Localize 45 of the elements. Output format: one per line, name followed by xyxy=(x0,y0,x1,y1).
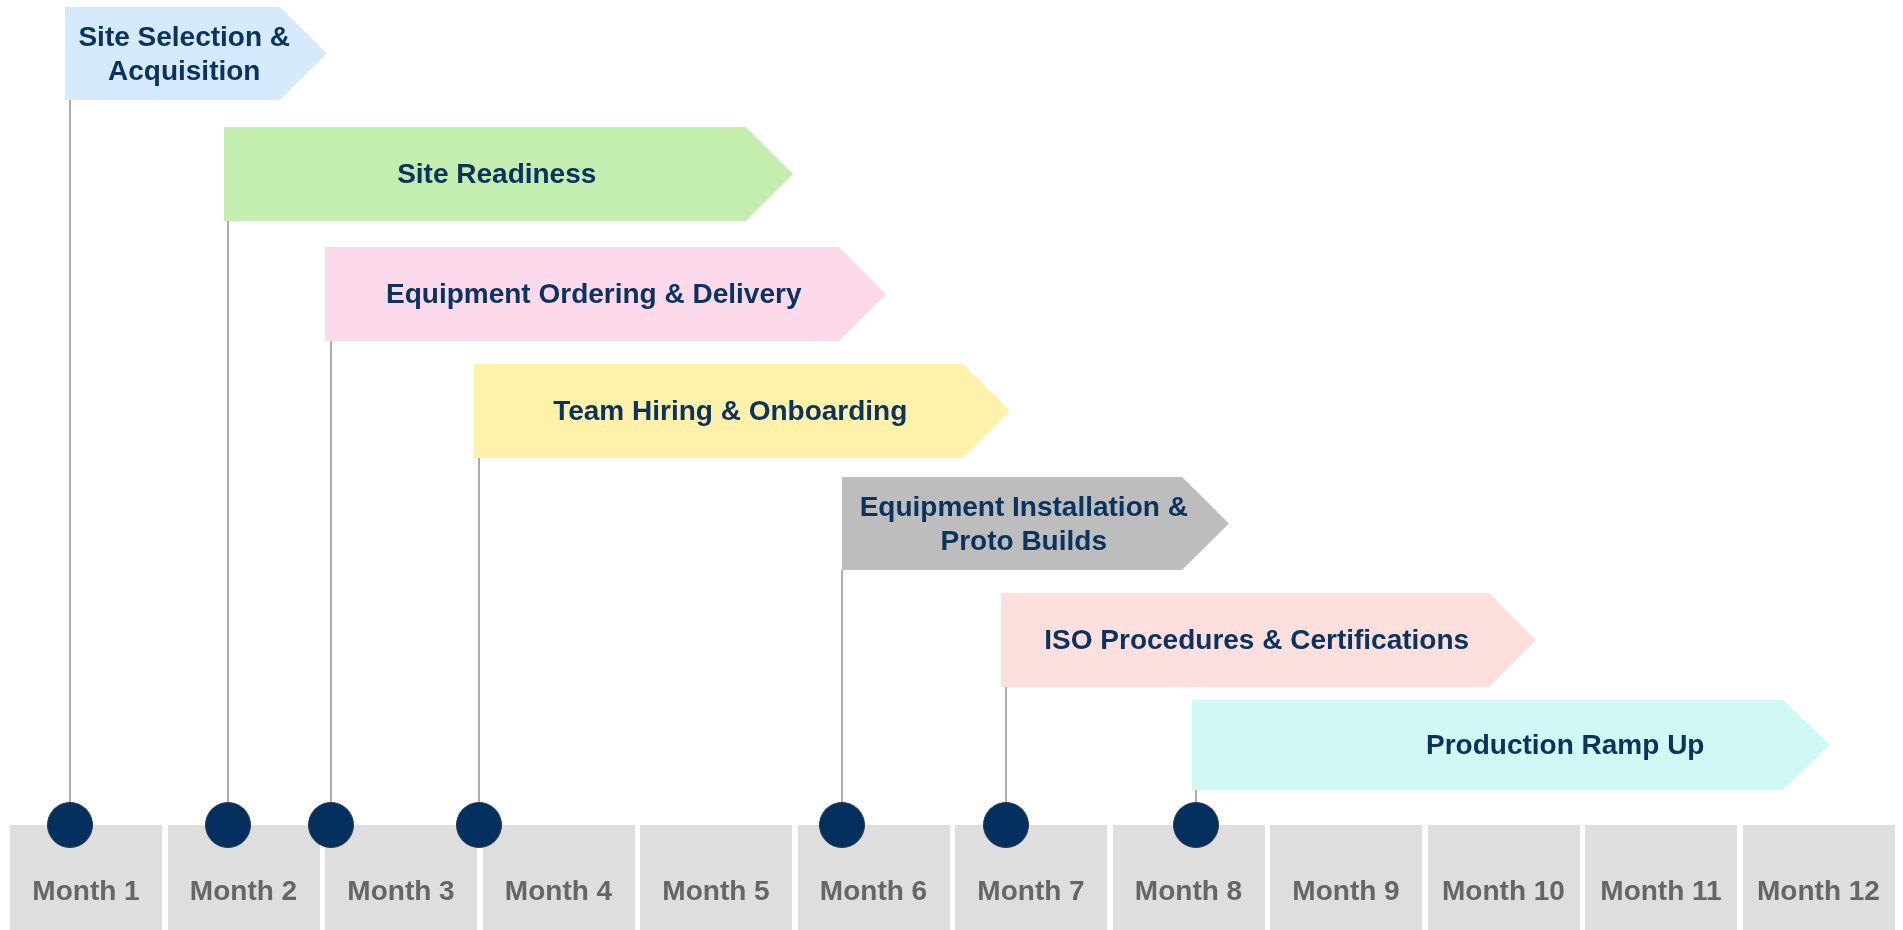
arrow-band xyxy=(842,477,1229,570)
connector-line xyxy=(227,220,229,803)
connector-line xyxy=(1005,686,1007,803)
connector-line xyxy=(1195,789,1197,803)
phase-label: ISO Procedures & Certifications xyxy=(1044,623,1470,657)
month-cell xyxy=(1585,825,1737,930)
month-label: Month 8 xyxy=(1134,874,1243,908)
arrow-band xyxy=(65,7,327,100)
phase-label: Site Readiness xyxy=(397,157,597,191)
month-label: Month 1 xyxy=(32,874,140,908)
month-label: Month 6 xyxy=(819,874,928,908)
month-label: Month 7 xyxy=(977,874,1085,908)
phase-label: Equipment Ordering & Delivery xyxy=(386,277,802,311)
month-label: Month 5 xyxy=(662,874,770,908)
month-label: Month 4 xyxy=(504,874,613,908)
month-cell xyxy=(325,825,477,930)
arrow-band xyxy=(325,247,886,341)
phase-label: Equipment Installation & Proto Builds xyxy=(858,489,1189,558)
month-label: Month 9 xyxy=(1292,874,1400,908)
month-cell xyxy=(10,825,162,930)
month-cell xyxy=(167,825,320,930)
arrow-band xyxy=(1001,593,1536,687)
month-label: Month 3 xyxy=(347,874,455,908)
month-label: Month 12 xyxy=(1757,874,1880,908)
month-cell xyxy=(1112,825,1265,930)
month-cell xyxy=(797,825,950,930)
connector-line xyxy=(841,569,843,803)
connector-line xyxy=(330,340,332,803)
month-label: Month 2 xyxy=(189,874,298,908)
connector-line xyxy=(69,99,71,803)
arrow-band xyxy=(1192,700,1830,790)
phase-label: Site Selection & Acquisition xyxy=(77,19,292,88)
month-cell xyxy=(1427,825,1580,930)
month-cell xyxy=(482,825,635,930)
month-cell xyxy=(1270,825,1422,930)
month-cell xyxy=(955,825,1107,930)
arrow-band xyxy=(474,364,1010,458)
month-cell xyxy=(640,825,792,930)
connector-line xyxy=(478,457,480,803)
month-label: Month 10 xyxy=(1442,874,1565,908)
phase-label: Production Ramp Up xyxy=(1426,728,1705,762)
month-cell xyxy=(1742,825,1895,930)
month-label: Month 11 xyxy=(1600,874,1722,908)
arrow-band xyxy=(224,127,793,221)
phase-label: Team Hiring & Onboarding xyxy=(553,394,908,428)
